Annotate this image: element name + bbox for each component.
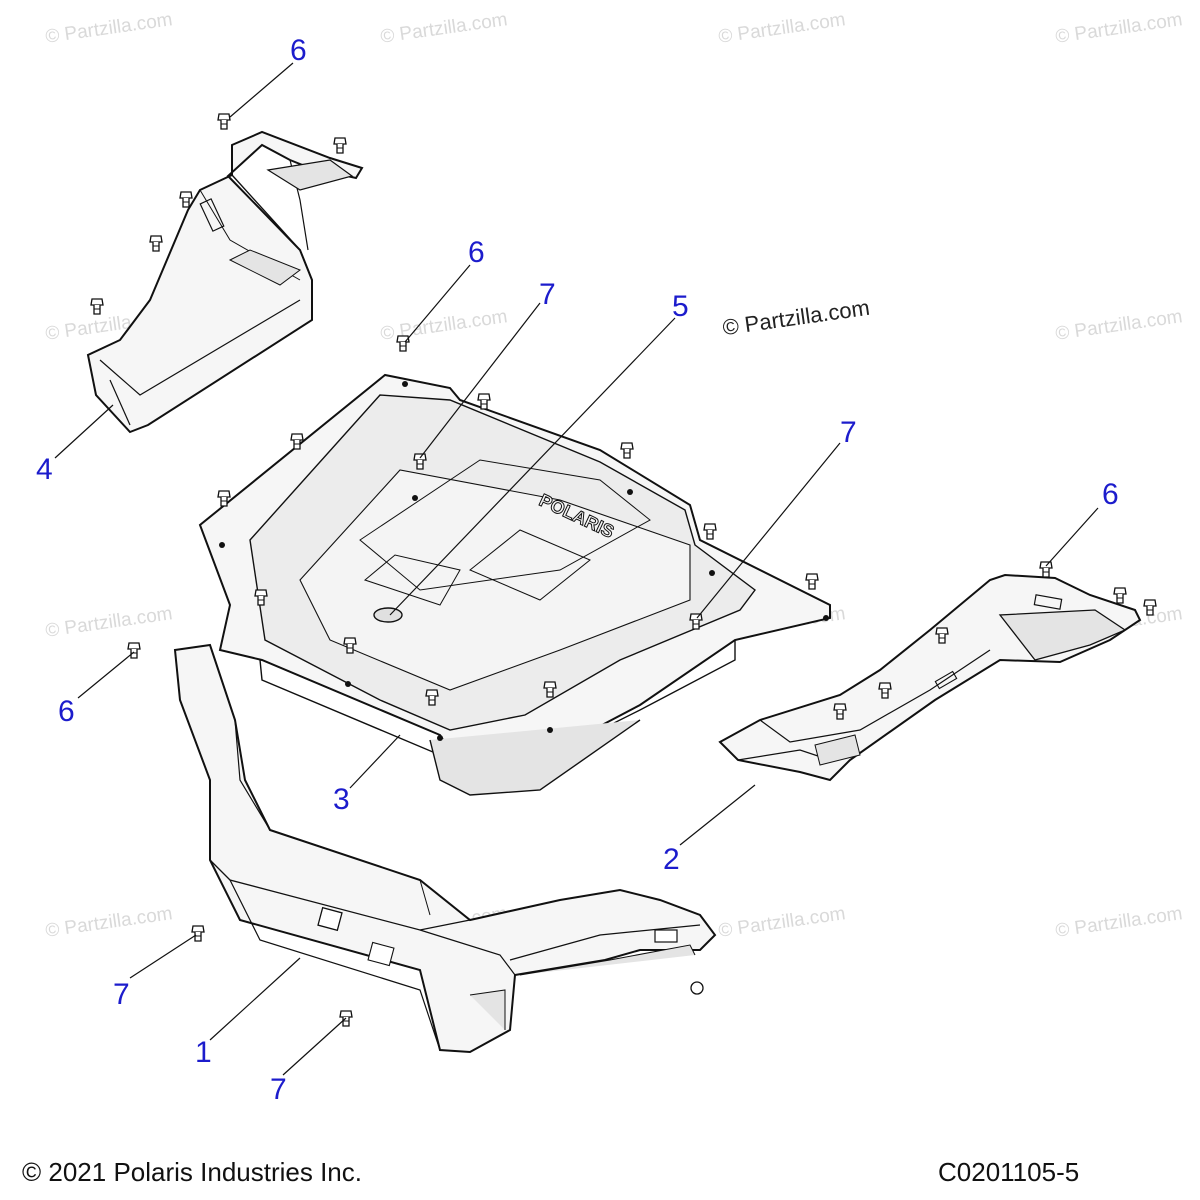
callout-2: 2 [663,843,680,876]
callout-7: 7 [270,1073,287,1106]
right-side-panel [718,573,1142,782]
callout-6: 6 [58,695,75,728]
callout-5: 5 [672,290,689,323]
cargo-tray: POLARIS [198,373,831,796]
callout-3: 3 [333,783,350,816]
callout-6: 6 [290,34,307,67]
copyright-text: © 2021 Polaris Industries Inc. [22,1157,362,1187]
callout-6: 6 [468,236,485,269]
callout-6: 6 [1102,478,1119,511]
leader-lines [54,62,1099,1076]
callout-7: 7 [539,278,556,311]
callout-4: 4 [36,453,53,486]
drawing-number: C0201105-5 [938,1157,1080,1187]
callout-7: 7 [840,416,857,449]
callout-7: 7 [113,978,130,1011]
callout-1: 1 [195,1036,212,1069]
bumper-fascia [173,643,717,1054]
left-side-panel [86,130,364,434]
